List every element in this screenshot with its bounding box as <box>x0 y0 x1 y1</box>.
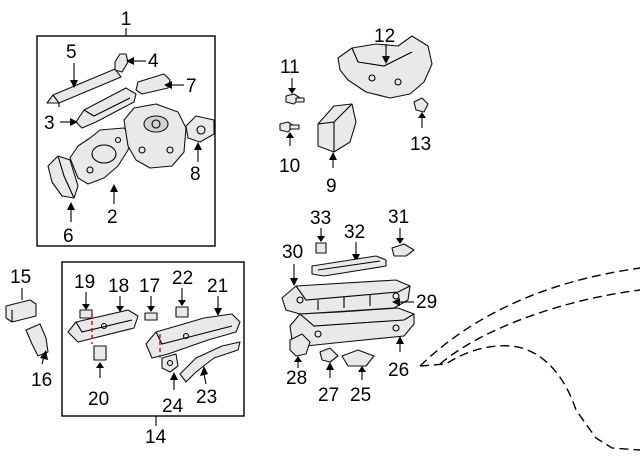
part-15-block <box>5 299 37 323</box>
part-25-bracket <box>341 349 375 367</box>
part-5-rail <box>46 68 122 107</box>
callout-4: 4 <box>148 51 159 72</box>
part-10-bolt <box>279 121 300 133</box>
part-9-bracket <box>317 103 357 153</box>
callout-33: 33 <box>310 208 331 229</box>
callout-7: 7 <box>186 76 197 97</box>
part-13-clip <box>413 97 429 113</box>
callout-15: 15 <box>10 267 31 288</box>
assembly-box-14 <box>61 261 245 417</box>
callout-3: 3 <box>44 113 55 134</box>
callout-28: 28 <box>286 368 307 389</box>
part-17-clip <box>144 312 158 321</box>
part-33-clip <box>315 242 327 254</box>
part-6-reinforcement <box>47 155 79 199</box>
part-29-support <box>281 279 411 315</box>
part-28-bracket <box>289 333 311 357</box>
callout-18: 18 <box>108 276 129 297</box>
callout-29: 29 <box>416 292 437 313</box>
fender-outline <box>419 267 640 451</box>
part-27-bracket <box>319 347 339 363</box>
callout-6: 6 <box>63 226 74 247</box>
part-2-apron <box>69 127 133 185</box>
callout-22: 22 <box>172 268 193 289</box>
callout-25: 25 <box>350 385 371 406</box>
callout-16: 16 <box>31 370 52 391</box>
callout-20: 20 <box>88 389 109 410</box>
part-31-bracket <box>391 243 415 257</box>
part-20-block <box>93 345 107 361</box>
callout-21: 21 <box>207 276 228 297</box>
part-16-bracket <box>25 323 49 357</box>
part-12-panel <box>337 35 433 99</box>
callout-26: 26 <box>388 360 409 381</box>
callout-9: 9 <box>326 176 337 197</box>
callout-2: 2 <box>107 207 118 228</box>
part-11-bolt <box>285 93 305 105</box>
part-3-member <box>75 87 137 129</box>
part-7-rail <box>135 73 171 95</box>
part-22-block <box>175 306 189 318</box>
callout-1: 1 <box>121 9 132 30</box>
part-4-bracket <box>114 53 129 73</box>
part-24-bracket <box>161 353 179 373</box>
callout-24: 24 <box>162 396 184 417</box>
part-18-rail <box>67 309 139 343</box>
callout-12: 12 <box>374 26 395 47</box>
part-19-clip <box>79 309 93 319</box>
callout-27: 27 <box>318 385 339 406</box>
callout-17: 17 <box>139 276 160 297</box>
callout-31: 31 <box>388 207 409 228</box>
part-32-panel <box>311 255 387 277</box>
callout-30: 30 <box>282 242 303 263</box>
part-strut-tower <box>123 103 187 169</box>
part-23-member <box>179 341 241 383</box>
callout-23: 23 <box>196 387 217 408</box>
part-8-bracket <box>185 115 215 143</box>
callout-10: 10 <box>279 156 300 177</box>
callout-19: 19 <box>74 272 95 293</box>
callout-14: 14 <box>145 427 167 448</box>
part-26-support <box>289 307 415 347</box>
callout-13: 13 <box>410 134 431 155</box>
callout-32: 32 <box>344 222 365 243</box>
callout-5: 5 <box>66 42 77 63</box>
callout-11: 11 <box>280 57 300 78</box>
callout-8: 8 <box>190 164 201 185</box>
